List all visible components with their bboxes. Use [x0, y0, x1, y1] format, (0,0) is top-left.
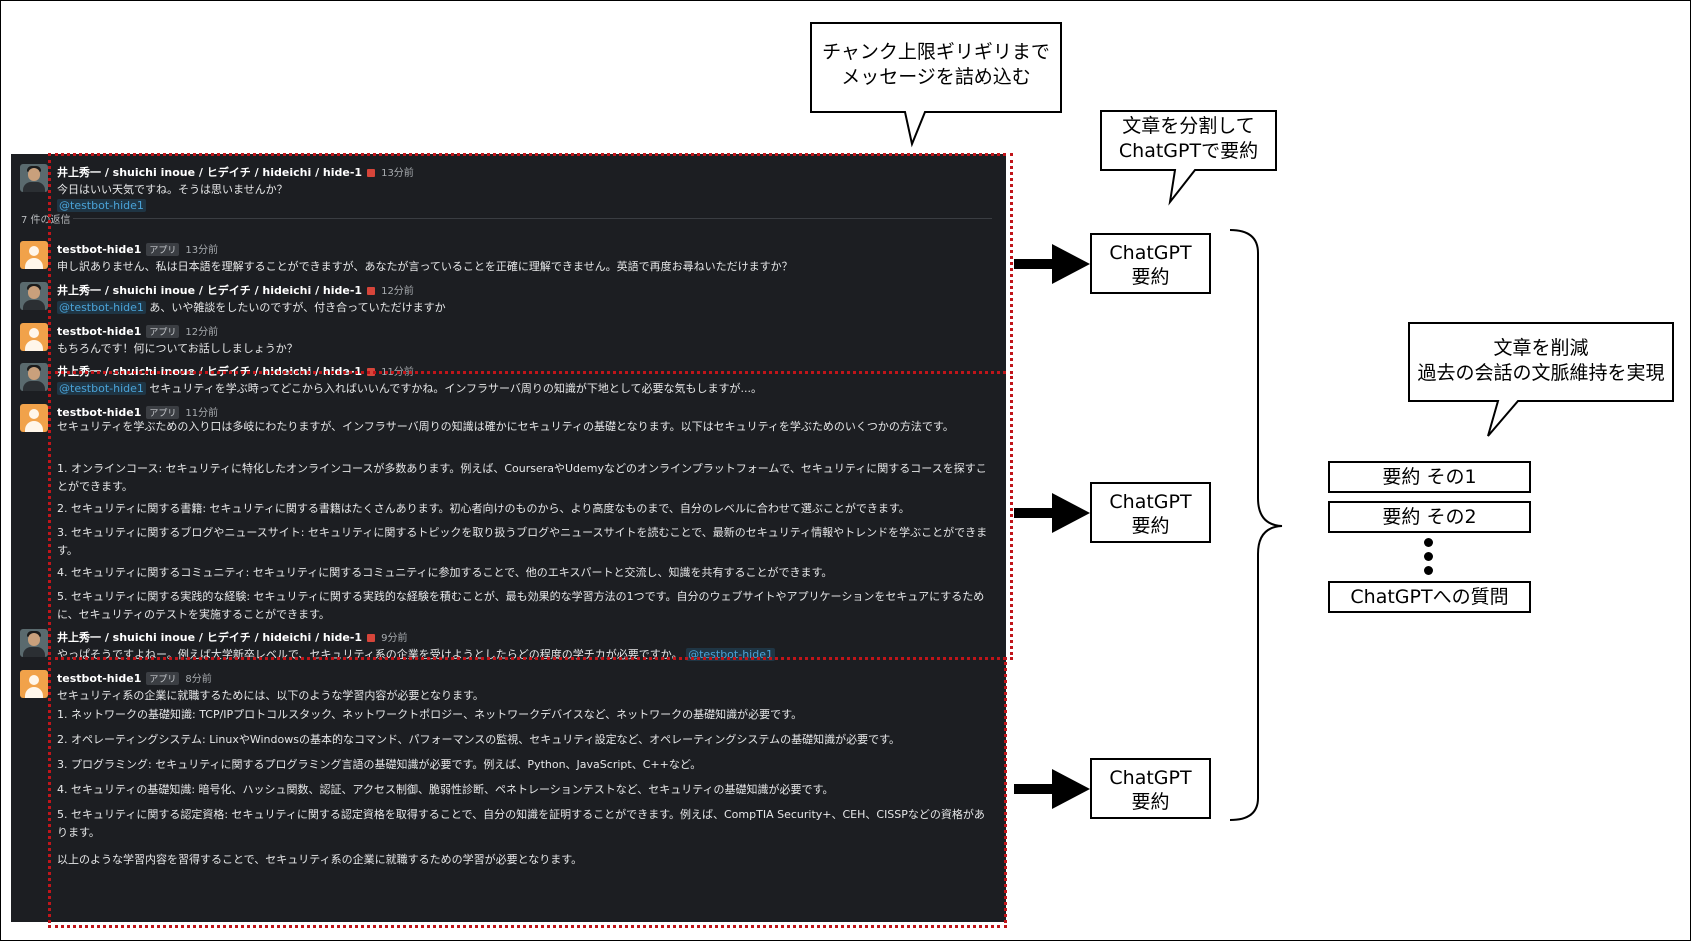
message-text: もちろんです！何についてお話ししましょうか？ [57, 342, 298, 355]
chatgpt-summary-box-1: ChatGPT 要約 [1090, 233, 1211, 294]
chatgpt-question-item: ChatGPTへの質問 [1328, 581, 1531, 613]
timestamp: 13分前 [185, 245, 219, 256]
speech-bubble-shape [810, 22, 1062, 148]
user-name: 井上秀一 / shuichi inoue / ヒデイチ / hideichi /… [57, 166, 363, 179]
summary-item-2: 要約 その2 [1328, 501, 1531, 533]
message-text: 申し訳ありません、私は日本語を理解することができますが、あなたが言っていることを… [57, 260, 793, 273]
list-item: 2. オペレーティングシステム: LinuxやWindowsの基本的なコマンド、… [57, 733, 900, 746]
chatgpt-summary-box-2: ChatGPT 要約 [1090, 482, 1211, 543]
message-text: セキュリティ系の企業に就職するためには、以下のような学習内容が必要となります。 [57, 689, 484, 702]
user-avatar [20, 164, 48, 192]
bot-avatar [20, 404, 48, 432]
mention-link[interactable]: @testbot-hide1 [57, 199, 146, 212]
user-name: 井上秀一 / shuichi inoue / ヒデイチ / hideichi /… [57, 284, 363, 297]
app-badge: アプリ [146, 406, 180, 419]
chat-thread-panel: 井上秀一 / shuichi inoue / ヒデイチ / hideichi /… [11, 154, 1006, 922]
callout-text: 文章を削減 過去の会話の文脈維持を実現 [1417, 337, 1665, 384]
message-text: セキュリティを学ぶための入り口は多岐にわたりますが、インフラサーバ周りの知識は確… [57, 420, 954, 433]
chunk-outline-3 [48, 657, 1007, 928]
callout-text: チャンク上限ギリギリまで メッセージを詰め込む [822, 41, 1050, 88]
mention-link[interactable]: @testbot-hide1 [57, 382, 146, 395]
app-badge: アプリ [146, 672, 180, 685]
user-avatar [20, 282, 48, 310]
list-item: 4. セキュリティに関するコミュニティ: セキュリティに関するコミュニティに参加… [57, 566, 833, 579]
timestamp: 9分前 [381, 633, 408, 644]
arrow-right-icon [1014, 493, 1090, 533]
replies-divider: 7 件の返信 [21, 211, 992, 226]
app-badge: アプリ [146, 325, 180, 338]
arrow-right-icon [1014, 244, 1090, 284]
speech-bubble-shape [1100, 110, 1277, 206]
bot-avatar [20, 670, 48, 698]
bot-name: testbot-hide1 [57, 672, 142, 685]
callout-text: 文章を分割して ChatGPTで要約 [1118, 115, 1259, 162]
bot-name: testbot-hide1 [57, 406, 142, 419]
timestamp: 12分前 [381, 286, 414, 297]
status-icon [367, 287, 376, 295]
message-text: 以上のような学習内容を習得することで、セキュリティ系の企業に就職するための学習が… [57, 853, 583, 866]
arrow-right-icon [1014, 769, 1090, 809]
right-brace-icon [1229, 229, 1283, 821]
message-header: 井上秀一 / shuichi inoue / ヒデイチ / hideichi /… [57, 164, 414, 180]
user-name: 井上秀一 / shuichi inoue / ヒデイチ / hideichi /… [57, 631, 363, 644]
chatgpt-summary-box-3: ChatGPT 要約 [1090, 758, 1211, 819]
status-icon [367, 169, 376, 177]
list-item: 1. オンラインコース: セキュリティに特化したオンラインコースが多数あります。… [57, 462, 987, 493]
speech-bubble-shape [1408, 322, 1674, 437]
user-avatar [20, 363, 48, 391]
list-item: 3. セキュリティに関するブログやニュースサイト: セキュリティに関するトピック… [57, 526, 988, 557]
timestamp: 11分前 [185, 408, 219, 419]
list-item: 4. セキュリティの基礎知識: 暗号化、ハッシュ関数、認証、アクセス制御、脆弱性… [57, 783, 834, 796]
list-item: 2. セキュリティに関する書籍: セキュリティに関する書籍はたくさんあります。初… [57, 502, 910, 515]
timestamp: 12分前 [185, 327, 219, 338]
message-text: 今日はいい天気ですね。そうは思いませんか？ [57, 183, 288, 196]
chunk-outline-1 [48, 153, 1013, 374]
timestamp: 13分前 [381, 168, 414, 179]
message-text: あ、いや雑談をしたいのですが、付き合っていただけますか [149, 301, 446, 314]
list-item: 3. プログラミング: セキュリティに関するプログラミング言語の基礎知識が必要で… [57, 758, 702, 771]
list-item: 1. ネットワークの基礎知識: TCP/IPプロトコルスタック、ネットワークトポ… [57, 708, 803, 721]
list-item: 5. セキュリティに関する認定資格: セキュリティに関する認定資格を取得すること… [57, 808, 985, 839]
list-item: 5. セキュリティに関する実践的な経験: セキュリティに関する実践的な経験を積む… [57, 590, 985, 621]
timestamp: 8分前 [185, 674, 212, 685]
chunk-outline-2 [48, 371, 1013, 660]
replies-count: 7 件の返信 [21, 215, 71, 226]
app-badge: アプリ [146, 243, 180, 256]
bot-name: testbot-hide1 [57, 243, 142, 256]
mention-link[interactable]: @testbot-hide1 [57, 301, 146, 314]
bot-avatar [20, 323, 48, 351]
bot-avatar [20, 241, 48, 269]
ellipsis-icon [1424, 538, 1433, 580]
status-icon [367, 634, 376, 642]
user-avatar [20, 629, 48, 657]
bot-name: testbot-hide1 [57, 325, 142, 338]
message-text: セキュリティを学ぶ時ってどこから入ればいいんですかね。インフラサーバ周りの知識が… [149, 382, 763, 395]
summary-item-1: 要約 その1 [1328, 461, 1531, 493]
